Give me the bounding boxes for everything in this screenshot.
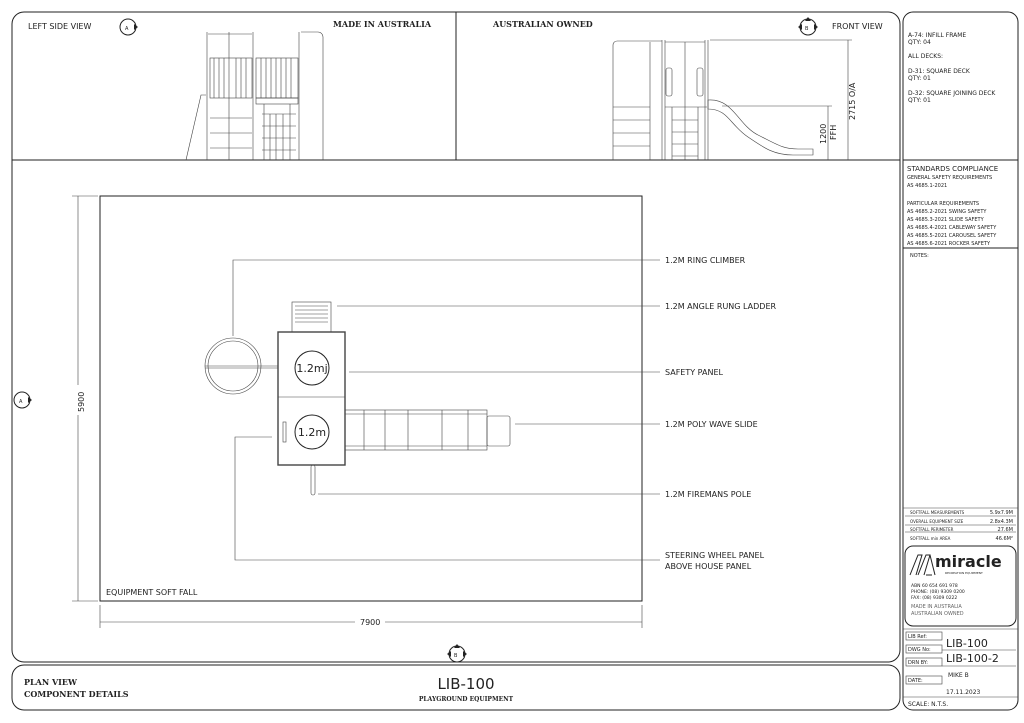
width-dimension: 7900	[360, 618, 380, 627]
plan-equipment	[204, 301, 511, 496]
footer-component-details: COMPONENT DETAILS	[24, 689, 129, 699]
svg-text:AS 4685.2-2021 SWING SAFETY: AS 4685.2-2021 SWING SAFETY	[907, 209, 987, 215]
svg-text:FAX: (08) 9309 0222: FAX: (08) 9309 0222	[911, 595, 957, 601]
marker-a-icon: A	[119, 18, 138, 36]
svg-text:AS 4685.5-2021 CAROUSEL SAFETY: AS 4685.5-2021 CAROUSEL SAFETY	[907, 233, 997, 239]
footer-plan-view: PLAN VIEW	[24, 677, 78, 687]
title-block: LIB Ref: LIB-100 DWG No: LIB-100-2 DRN B…	[903, 628, 1018, 708]
miracle-logo: miracle RECREATION EQUIPMENT	[909, 552, 1002, 576]
overall-height-dimension: 2715 O/A	[848, 82, 857, 120]
deck-top-label: 1.2mj	[296, 362, 327, 375]
svg-text:LIB-100-2: LIB-100-2	[946, 652, 999, 665]
footer-frame	[11, 664, 901, 711]
front-view-title: FRONT VIEW	[832, 22, 883, 31]
right-panel	[902, 11, 1019, 711]
company-box	[904, 545, 1017, 627]
australian-owned-label: AUSTRALIAN OWNED	[492, 19, 593, 29]
callout-slide: 1.2M POLY WAVE SLIDE	[665, 420, 758, 429]
marker-a-icon: A	[13, 391, 32, 409]
marker-b-icon: B	[447, 644, 467, 663]
ffh-dimension-label: FFH	[829, 125, 838, 140]
svg-text:B: B	[454, 653, 458, 659]
svg-text:B: B	[805, 26, 809, 32]
svg-text:AUSTRALIAN OWNED: AUSTRALIAN OWNED	[911, 611, 964, 617]
dimension-lines	[72, 195, 643, 628]
softfall-area	[99, 195, 643, 602]
svg-text:AS 4685.1-2021: AS 4685.1-2021	[907, 183, 947, 189]
svg-text:QTY: 04: QTY: 04	[908, 39, 931, 46]
svg-text:ALL DECKS:: ALL DECKS:	[908, 53, 943, 60]
svg-text:AS 4685.3-2021 SLIDE SAFETY: AS 4685.3-2021 SLIDE SAFETY	[907, 217, 985, 223]
callout-safety-panel: SAFETY PANEL	[665, 368, 723, 377]
footer-subtitle: PLAYGROUND EQUIPMENT	[419, 696, 514, 703]
callout-firemans-pole: 1.2M FIREMANS POLE	[665, 490, 751, 499]
svg-text:LIB Ref:: LIB Ref:	[908, 634, 927, 640]
svg-text:miracle: miracle	[935, 552, 1002, 571]
svg-text:LIB-100: LIB-100	[946, 637, 988, 650]
left-side-elevation	[185, 31, 324, 161]
deck-circle	[294, 414, 330, 450]
leader-lines	[232, 259, 660, 561]
svg-text:5.9x7.9M: 5.9x7.9M	[990, 510, 1013, 516]
svg-text:A: A	[19, 399, 23, 405]
footer-model: LIB-100	[437, 675, 494, 693]
left-side-view-title: LEFT SIDE VIEW	[28, 22, 91, 31]
svg-text:DWG No:: DWG No:	[908, 647, 931, 653]
svg-text:A-74: INFILL FRAME: A-74: INFILL FRAME	[908, 32, 966, 39]
callout-ring-climber: 1.2M RING CLIMBER	[665, 256, 746, 265]
svg-text:A: A	[125, 26, 129, 32]
notes-label: NOTES:	[910, 253, 929, 259]
svg-text:MADE IN AUSTRALIA: MADE IN AUSTRALIA	[911, 604, 962, 610]
callout-steering-wheel: STEERING WHEEL PANEL	[665, 551, 765, 560]
deck-bottom-label: 1.2m	[298, 426, 326, 439]
svg-text:PHONE: (08) 9309 0200: PHONE: (08) 9309 0200	[911, 589, 965, 595]
svg-text:QTY: 01: QTY: 01	[908, 97, 931, 104]
svg-text:STANDARDS COMPLIANCE: STANDARDS COMPLIANCE	[907, 165, 998, 173]
marker-b-icon: B	[798, 17, 818, 36]
standards-compliance: STANDARDS COMPLIANCE GENERAL SAFETY REQU…	[907, 165, 998, 247]
svg-text:DATE:: DATE:	[908, 678, 923, 684]
svg-text:SOFTFALL MEASUREMENTS: SOFTFALL MEASUREMENTS	[910, 510, 965, 515]
svg-text:DRN BY:: DRN BY:	[908, 660, 928, 666]
company-details: ABN 60 654 691 978 PHONE: (08) 9309 0200…	[911, 583, 965, 617]
components-list: A-74: INFILL FRAME QTY: 04 ALL DECKS: D-…	[908, 32, 996, 104]
svg-text:SCALE: N.T.S.: SCALE: N.T.S.	[908, 701, 948, 708]
svg-text:27.6M: 27.6M	[998, 527, 1013, 533]
front-elevation	[612, 39, 852, 160]
svg-text:OVERALL EQUIPMENT SIZE: OVERALL EQUIPMENT SIZE	[910, 519, 964, 524]
softfall-table: SOFTFALL MEASUREMENTS 5.9x7.9M OVERALL E…	[903, 507, 1018, 542]
callout-steering-wheel-2: ABOVE HOUSE PANEL	[665, 562, 752, 571]
svg-text:SOFTFALL min AREA: SOFTFALL min AREA	[910, 536, 951, 541]
svg-text:D-32: SQUARE JOINING DECK: D-32: SQUARE JOINING DECK	[908, 90, 996, 97]
deck-circle	[294, 350, 330, 386]
svg-text:QTY: 01: QTY: 01	[908, 75, 931, 82]
svg-text:SOFTFALL PERIMETER: SOFTFALL PERIMETER	[910, 527, 954, 532]
ffh-dimension-value: 1200	[819, 124, 828, 144]
height-dimension: 5900	[77, 392, 86, 412]
svg-text:46.6M²: 46.6M²	[996, 536, 1013, 542]
svg-text:GENERAL SAFETY REQUIREMENTS: GENERAL SAFETY REQUIREMENTS	[907, 175, 992, 181]
svg-text:PARTICULAR REQUIREMENTS: PARTICULAR REQUIREMENTS	[907, 201, 979, 207]
svg-text:2.8x4.3M: 2.8x4.3M	[990, 519, 1013, 525]
svg-text:RECREATION EQUIPMENT: RECREATION EQUIPMENT	[945, 571, 983, 575]
made-in-australia-label: MADE IN AUSTRALIA	[333, 19, 432, 29]
svg-text:D-31: SQUARE DECK: D-31: SQUARE DECK	[908, 68, 971, 75]
svg-text:AS 4685.6-2021 ROCKER SAFETY: AS 4685.6-2021 ROCKER SAFETY	[907, 241, 991, 247]
svg-text:17.11.2023: 17.11.2023	[946, 689, 981, 696]
callout-ladder: 1.2M ANGLE RUNG LADDER	[665, 302, 777, 311]
svg-text:MIKE B: MIKE B	[948, 672, 969, 679]
softfall-label: EQUIPMENT SOFT FALL	[106, 588, 198, 597]
svg-text:ABN 60 654 691 978: ABN 60 654 691 978	[911, 583, 958, 589]
svg-text:AS 4685.4-2021 CABLEWAY SAFETY: AS 4685.4-2021 CABLEWAY SAFETY	[907, 225, 997, 231]
